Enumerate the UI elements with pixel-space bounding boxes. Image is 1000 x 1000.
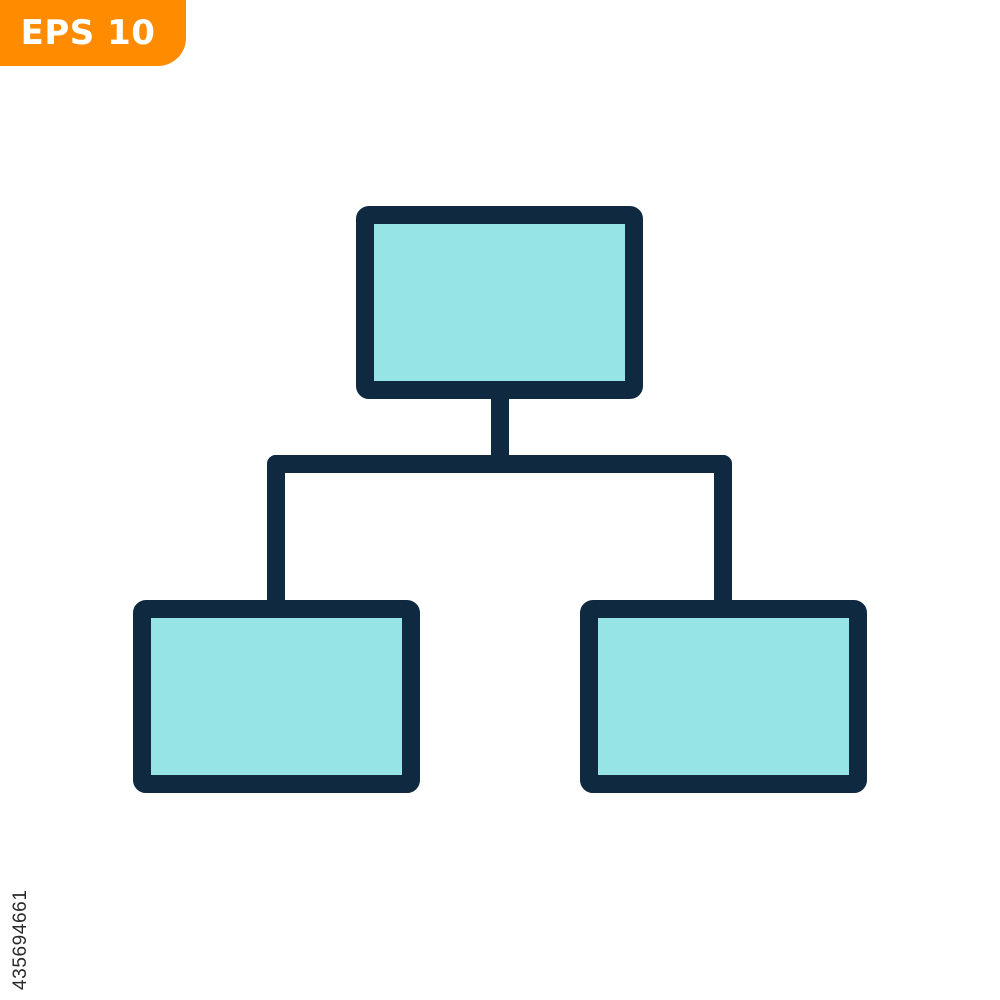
eps-format-badge: EPS 10 <box>0 0 186 66</box>
stock-image-id: 435694661 <box>10 889 31 990</box>
left-child-node-box <box>133 600 420 793</box>
top-node-box <box>356 206 643 399</box>
right-child-node-box <box>580 600 867 793</box>
connector-lines <box>267 381 732 618</box>
